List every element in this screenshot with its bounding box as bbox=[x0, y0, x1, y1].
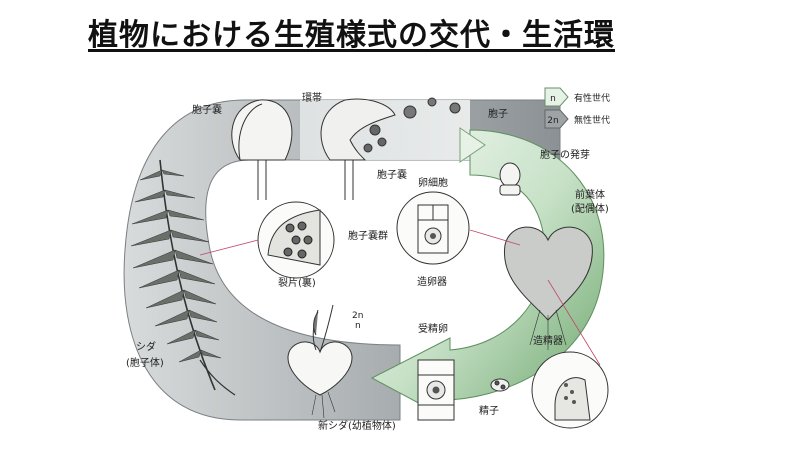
label-annulus: 環帯 bbox=[302, 91, 322, 104]
fern-frond-illustration bbox=[130, 159, 236, 396]
prothallus-pointer bbox=[469, 229, 521, 246]
opening-sporangium-illustration bbox=[320, 98, 396, 200]
sporangium-illustration bbox=[231, 99, 293, 200]
label-sperm: 精子 bbox=[479, 404, 499, 417]
label-sporangium-top: 胞子嚢 bbox=[192, 103, 222, 116]
label-fern-partial-sub: (胞子体) bbox=[126, 357, 164, 369]
sorus-pointer bbox=[199, 239, 259, 256]
label-leaf-underside: 裂片(裏) bbox=[278, 276, 316, 289]
label-new-fern: 新シダ(幼植物体) bbox=[318, 419, 396, 432]
label-ploidy-n: n bbox=[355, 321, 361, 331]
sorus-detail bbox=[257, 201, 335, 279]
label-fern-partial: シダ bbox=[136, 340, 156, 353]
label-egg-cell: 卵細胞 bbox=[418, 176, 448, 189]
legend-n-label: 有性世代 bbox=[574, 92, 610, 104]
legend-n-symbol: n bbox=[550, 94, 556, 104]
antheridium-pointer bbox=[547, 279, 601, 366]
legend-2n-symbol: 2n bbox=[547, 116, 558, 126]
band-arrow-top bbox=[459, 127, 486, 163]
germinating-spore-illustration bbox=[499, 162, 521, 196]
legend-2n-label: 無性世代 bbox=[574, 114, 610, 126]
sperm-illustration bbox=[490, 378, 510, 392]
label-prothallus-sub: (配偶体) bbox=[571, 202, 609, 215]
spores-illustration bbox=[403, 97, 461, 119]
archegonium-detail bbox=[396, 191, 470, 265]
antheridium-detail bbox=[531, 351, 609, 429]
label-sorus: 胞子嚢群 bbox=[348, 229, 388, 242]
label-archegonium: 造卵器 bbox=[417, 275, 447, 288]
label-fertilized-egg: 受精卵 bbox=[418, 322, 448, 335]
young-fern-illustration bbox=[287, 304, 353, 419]
label-sporangium-mid: 胞子嚢 bbox=[377, 168, 407, 181]
prothallus-illustration bbox=[504, 226, 593, 350]
fertilized-egg-detail bbox=[417, 359, 455, 421]
page-title: 植物における生殖様式の交代・生活環 bbox=[88, 18, 615, 53]
label-antheridium: 造精器 bbox=[533, 334, 563, 347]
label-prothallus: 前葉体 bbox=[575, 188, 605, 201]
legend: n 有性世代 2n 無性世代 bbox=[544, 87, 610, 129]
diploid-band bbox=[123, 99, 561, 421]
label-spore: 胞子 bbox=[488, 108, 508, 120]
label-ploidy-2n: 2n bbox=[352, 311, 363, 321]
label-spore-germination: 胞子の発芽 bbox=[540, 148, 590, 161]
